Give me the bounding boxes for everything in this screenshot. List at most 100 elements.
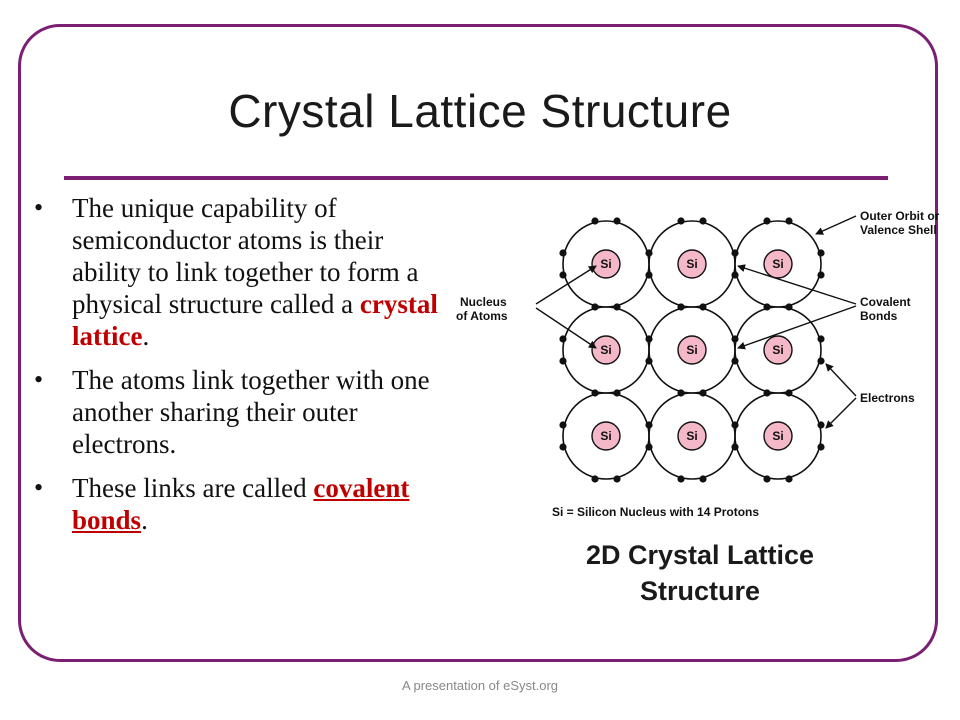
nucleus-pointer-bottom — [535, 307, 597, 349]
si-nucleus — [591, 421, 621, 451]
si-nucleus — [591, 249, 621, 279]
slide-title: Crystal Lattice Structure — [228, 85, 732, 137]
bullet-item: • The atoms link together with one anoth… — [30, 364, 450, 460]
electron-dot — [699, 303, 707, 311]
electron-dot — [645, 443, 653, 451]
electron-dot — [817, 271, 825, 279]
si-nucleus — [677, 421, 707, 451]
electron-dot — [645, 249, 653, 257]
footer-credit: A presentation of eSyst.org — [401, 678, 559, 693]
electron-dot — [559, 335, 567, 343]
covalent-pointer-top — [737, 264, 857, 305]
bullet-text-end: . — [142, 321, 150, 351]
nucleus-pointer-top — [535, 265, 597, 305]
electron-dot — [817, 249, 825, 257]
si-nucleus — [763, 335, 793, 365]
bullet-text: The atoms link together with one another… — [72, 365, 430, 459]
electron-dot — [591, 303, 599, 311]
si-nucleus — [763, 249, 793, 279]
bullet-item: • The unique capability of semiconductor… — [30, 192, 450, 352]
si-nucleus — [591, 335, 621, 365]
electron-dot — [591, 389, 599, 397]
bullet-highlight: crystal lattice — [72, 289, 438, 351]
si-label: Si — [600, 257, 611, 271]
electron-dot — [731, 249, 739, 257]
electron-pointer-top — [825, 363, 857, 397]
electron-layer — [559, 217, 825, 483]
si-nucleus — [677, 335, 707, 365]
bullet-list: • The unique capability of semiconductor… — [30, 192, 450, 548]
electron-dot — [591, 217, 599, 225]
electron-dot — [677, 217, 685, 225]
bullet-item: • These links are called covalent bonds. — [30, 472, 450, 536]
electron-dot — [645, 421, 653, 429]
nucleus-label: Nucleus — [460, 295, 507, 309]
bullet-dot-icon: • — [34, 473, 44, 502]
diagram-caption: 2D Crystal Lattice Structure — [530, 537, 870, 609]
electron-dot — [559, 249, 567, 257]
bullet-highlight: covalent bonds — [72, 473, 410, 535]
si-label: Si — [686, 343, 697, 357]
electrons-label: Electrons — [860, 391, 915, 405]
electron-dot — [785, 217, 793, 225]
electron-dot — [699, 217, 707, 225]
caption-line: 2D Crystal Lattice — [585, 540, 815, 570]
electron-dot — [559, 443, 567, 451]
electron-dot — [763, 389, 771, 397]
si-label: Si — [686, 429, 697, 443]
electron-dot — [613, 217, 621, 225]
electron-dot — [817, 443, 825, 451]
bullet-dot-icon: • — [34, 193, 44, 222]
electron-dot — [731, 357, 739, 365]
electron-dot — [677, 475, 685, 483]
electron-dot — [699, 389, 707, 397]
electron-dot — [613, 475, 621, 483]
pointer-lines — [535, 215, 857, 429]
electron-dot — [591, 475, 599, 483]
si-nucleus — [763, 421, 793, 451]
covalent-pointer-bottom — [737, 305, 857, 350]
electron-dot — [559, 421, 567, 429]
orbit-pointer — [815, 215, 857, 235]
electron-dot — [559, 271, 567, 279]
si-label: Si — [772, 343, 783, 357]
electron-dot — [785, 303, 793, 311]
electron-dot — [763, 475, 771, 483]
electron-dot — [559, 357, 567, 365]
si-label: Si — [772, 257, 783, 271]
caption-line: Structure — [639, 576, 761, 606]
bonds-label: Bonds — [860, 309, 898, 323]
bullet-dot-icon: • — [34, 365, 44, 394]
electron-dot — [613, 389, 621, 397]
valence-orbit — [734, 392, 822, 480]
covalent-label: Covalent — [860, 295, 911, 309]
electron-dot — [677, 389, 685, 397]
title-divider — [64, 176, 888, 180]
electron-dot — [763, 303, 771, 311]
electron-dot — [613, 303, 621, 311]
orbit-layer — [562, 220, 822, 480]
electron-dot — [763, 217, 771, 225]
si-nucleus — [677, 249, 707, 279]
electron-dot — [817, 357, 825, 365]
electron-dot — [731, 443, 739, 451]
bullet-text: These links are called — [72, 473, 314, 503]
electron-dot — [645, 335, 653, 343]
of-atoms-label: of Atoms — [456, 309, 508, 323]
legend-label: Si = Silicon Nucleus with 14 Protons — [552, 505, 759, 519]
electron-dot — [645, 357, 653, 365]
si-label: Si — [600, 343, 611, 357]
electron-dot — [785, 389, 793, 397]
bullet-text: The unique capability of semiconductor a… — [72, 193, 419, 319]
electron-dot — [785, 475, 793, 483]
electron-dot — [731, 271, 739, 279]
electron-dot — [645, 271, 653, 279]
electron-dot — [731, 335, 739, 343]
bullet-text-end: . — [141, 505, 148, 535]
si-label: Si — [600, 429, 611, 443]
electron-dot — [817, 421, 825, 429]
electron-dot — [817, 335, 825, 343]
electron-dot — [699, 475, 707, 483]
